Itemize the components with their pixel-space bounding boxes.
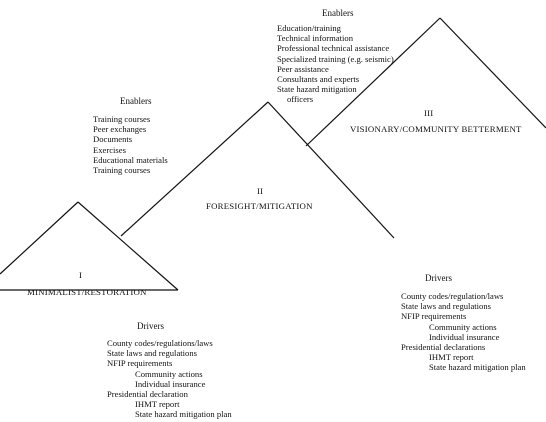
- list-item: NFIP requirements: [107, 358, 173, 369]
- list-item: State hazard mitigation plan: [429, 362, 526, 373]
- drivers-level-3-list: County codes/regulation/laws State laws …: [401, 291, 526, 373]
- enablers-level-2-heading: Enablers: [120, 96, 152, 106]
- list-item: Presidential declaration: [107, 389, 188, 400]
- list-item: Training courses: [93, 165, 151, 176]
- level-1-slope-right: [77, 201, 179, 291]
- level-1-title: MINIMALIST/RESTORATION: [27, 287, 147, 297]
- list-item: Educational materials: [93, 154, 168, 165]
- list-item: Individual insurance: [135, 378, 206, 389]
- enablers-level-2-list: Training courses Peer exchanges Document…: [93, 114, 168, 175]
- enablers-level-3-heading: Enablers: [322, 8, 354, 18]
- list-item: Individual insurance: [429, 331, 500, 342]
- list-item: IHMT report: [429, 352, 474, 363]
- list-item: IHMT report: [135, 399, 180, 410]
- list-item: State hazard mitigation plan: [135, 409, 232, 420]
- list-item: County codes/regulations/laws: [107, 338, 213, 348]
- list-item: State hazard mitigation: [277, 84, 357, 95]
- enablers-level-3-list: Education/training Technical information…: [277, 23, 394, 105]
- list-item: County codes/regulation/laws: [401, 291, 504, 301]
- list-item: Technical information: [277, 33, 353, 44]
- drivers-level-3-heading: Drivers: [425, 273, 452, 283]
- level-2-numeral: II: [257, 186, 264, 196]
- level-2-title: FORESIGHT/MITIGATION: [206, 201, 313, 211]
- drivers-level-1-heading: Drivers: [137, 321, 164, 331]
- level-1-slope-left: [0, 201, 79, 275]
- list-item: Education/training: [277, 23, 341, 33]
- level-2-slope-right: [267, 101, 395, 239]
- level-2-slope-left: [120, 101, 269, 237]
- list-item: Community actions: [135, 368, 203, 379]
- level-3-slope-left: [305, 17, 441, 147]
- list-item: State laws and regulations: [401, 301, 491, 312]
- drivers-level-1-list: County codes/regulations/laws State laws…: [107, 338, 232, 420]
- list-item: Training courses: [93, 114, 151, 124]
- level-1-numeral: I: [79, 270, 83, 280]
- list-item: Exercises: [93, 144, 126, 155]
- list-item: Documents: [93, 134, 133, 145]
- list-item: State laws and regulations: [107, 348, 197, 359]
- list-item: Specialized training (e.g. seismic): [277, 53, 394, 64]
- list-item: Peer assistance: [277, 63, 329, 74]
- list-item: Peer exchanges: [93, 124, 147, 135]
- list-item: Presidential declarations: [401, 342, 486, 353]
- list-item: Consultants and experts: [277, 74, 360, 85]
- list-item: Professional technical assistance: [277, 43, 390, 54]
- list-item: Community actions: [429, 321, 497, 332]
- list-item: officers: [287, 94, 314, 105]
- level-3-slope-right: [439, 17, 546, 129]
- list-item: NFIP requirements: [401, 311, 467, 322]
- level-3-title: VISIONARY/COMMUNITY BETTERMENT: [350, 124, 522, 134]
- level-3-numeral: III: [424, 108, 434, 118]
